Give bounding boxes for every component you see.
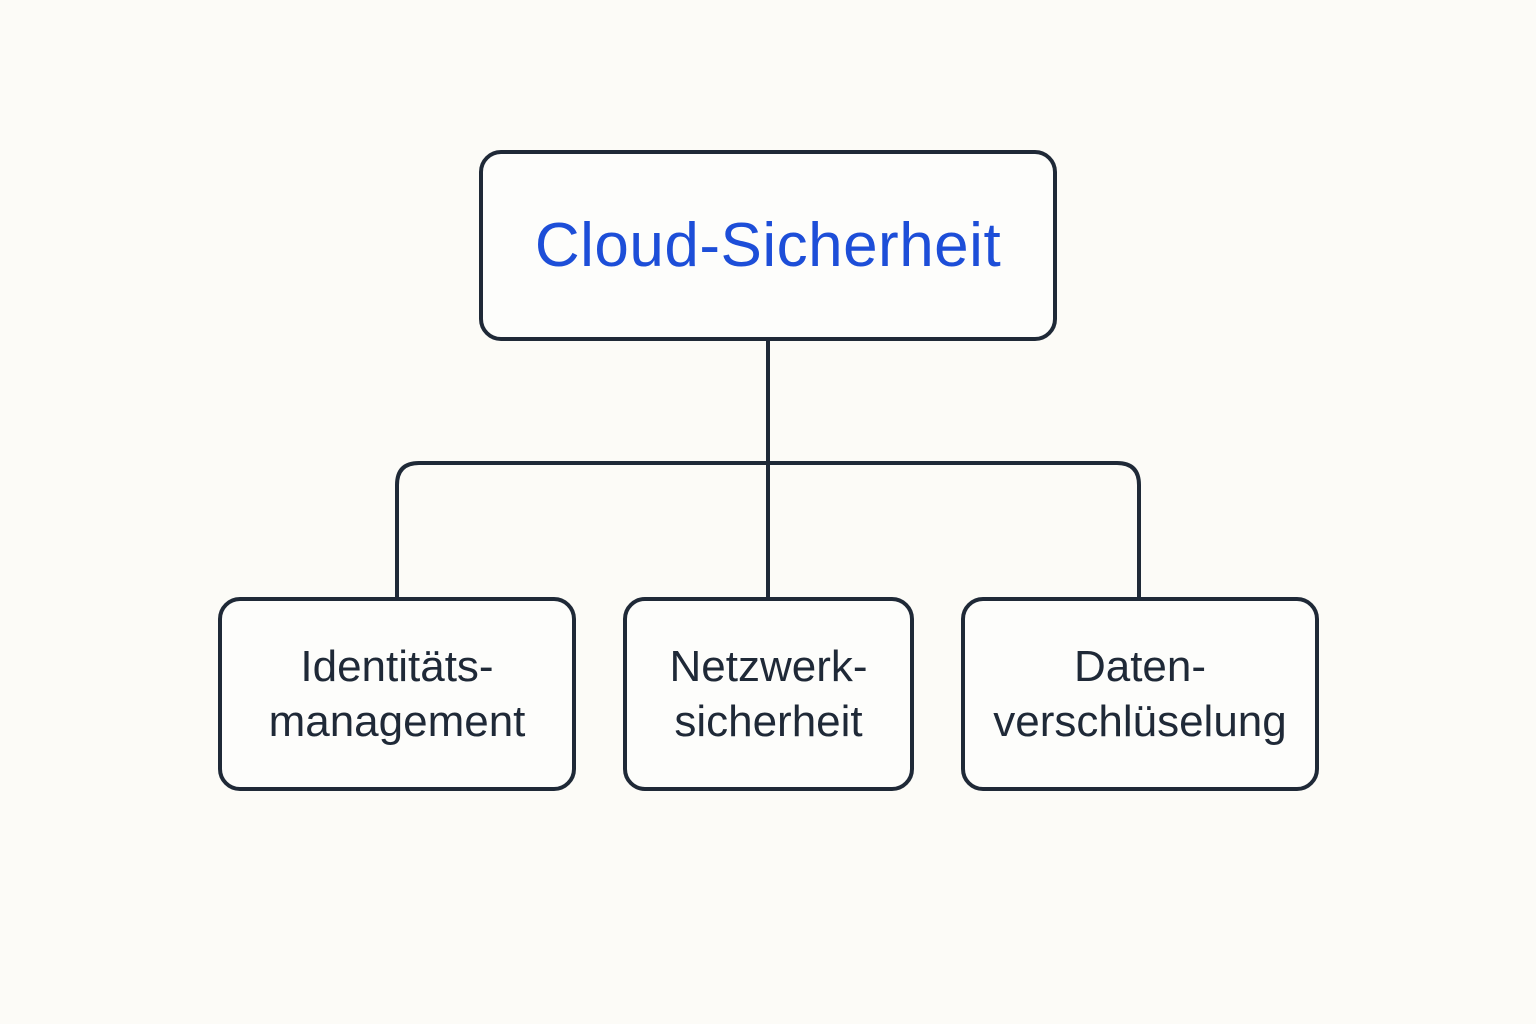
root-node: Cloud-Sicherheit bbox=[479, 150, 1057, 341]
child-node-identity-management: Identitäts- management bbox=[218, 597, 576, 791]
child-label-line: sicherheit bbox=[674, 697, 863, 746]
child-label-line: Netzwerk- bbox=[669, 642, 868, 691]
child-node-network-security: Netzwerk- sicherheit bbox=[623, 597, 914, 791]
child-node-label: Netzwerk- sicherheit bbox=[669, 639, 867, 749]
child-node-data-encryption: Daten- verschlüselung bbox=[961, 597, 1319, 791]
child-node-label: Identitäts- management bbox=[269, 639, 526, 749]
root-node-label: Cloud-Sicherheit bbox=[534, 211, 1002, 280]
child-label-line: Daten- bbox=[1073, 642, 1207, 691]
child-label-line: management bbox=[268, 697, 526, 746]
child-node-label: Daten- verschlüselung bbox=[993, 639, 1287, 749]
child-label-line: Identitäts- bbox=[300, 642, 494, 691]
child-label-line: verschlüselung bbox=[993, 697, 1287, 746]
